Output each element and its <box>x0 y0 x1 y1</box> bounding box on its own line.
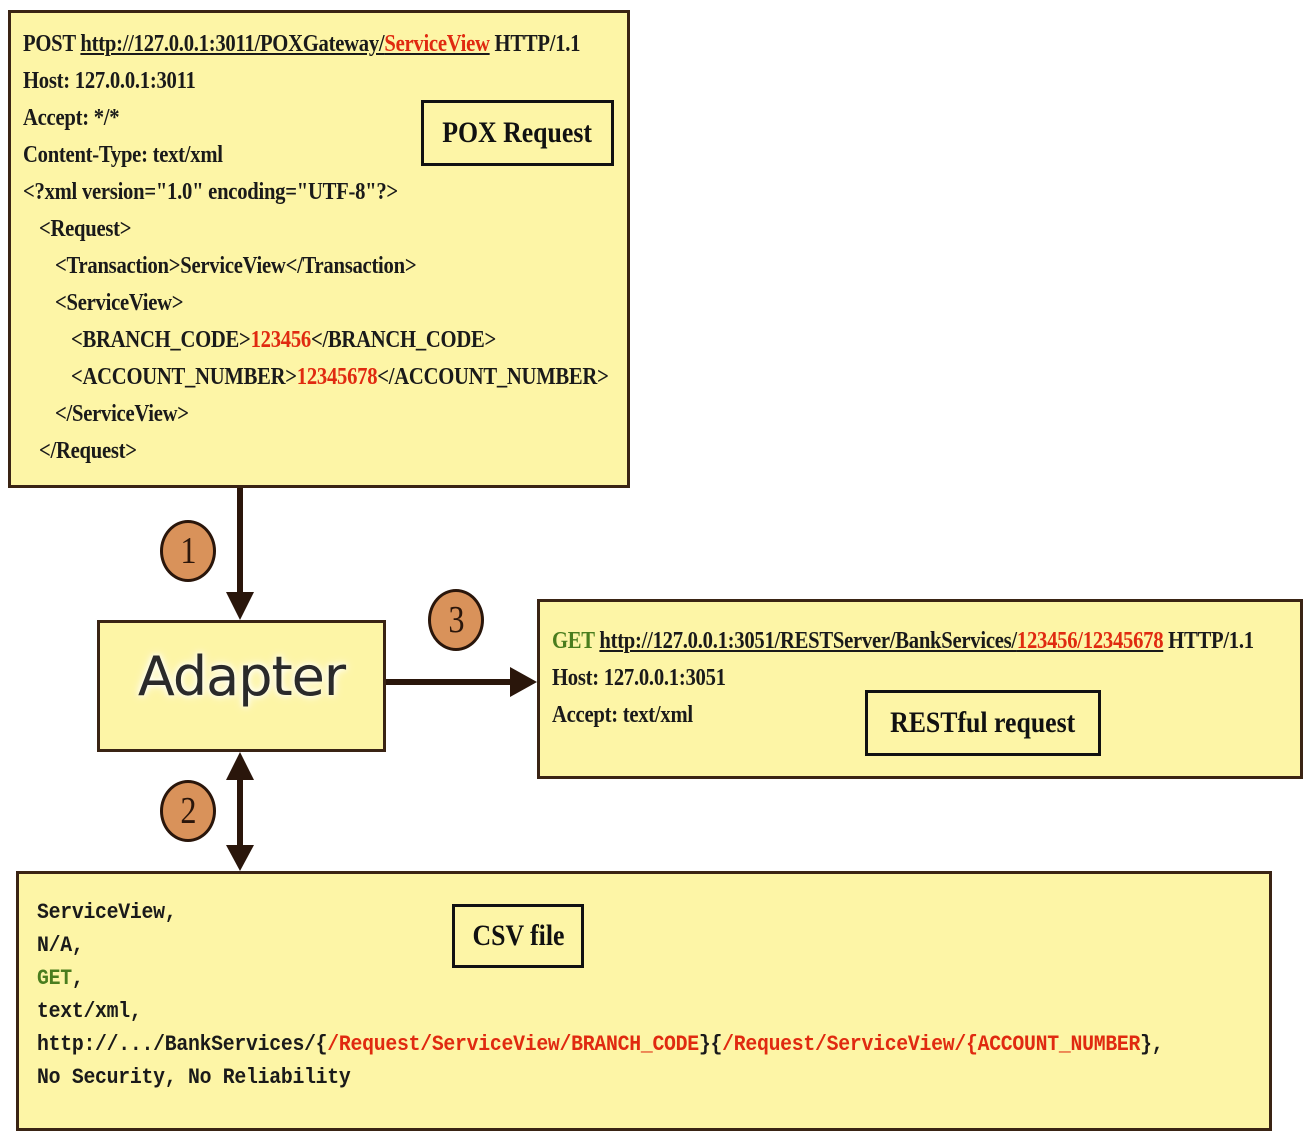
adapter-box: Adapter <box>97 620 386 752</box>
pox-request-label: POX Request <box>421 100 614 166</box>
rest-accept: Accept: text/xml <box>552 702 693 728</box>
rest-http-method: GET <box>552 628 595 654</box>
csv-url-sep: }{ <box>698 1032 723 1057</box>
branch-close-tag: </BRANCH_CODE> <box>310 327 496 353</box>
rest-url-base: http://127.0.0.1:3051/RESTServer/BankSer… <box>599 628 1017 654</box>
pox-request-line: POST http://127.0.0.1:3011/POXGateway/Se… <box>23 31 580 58</box>
arrowhead-down-adapter <box>226 592 254 620</box>
http-method: POST <box>23 31 76 57</box>
step-marker-2: 2 <box>160 780 216 842</box>
arrowhead-up-adapter <box>226 752 254 780</box>
xml-transaction: <Transaction>ServiceView</Transaction> <box>55 253 417 279</box>
csv-line-6: No Security, No Reliability <box>37 1065 351 1090</box>
pox-url-base: http://127.0.0.1:3011/POXGateway/ <box>80 31 385 57</box>
arrowhead-right-rest <box>510 667 537 697</box>
csv-account-path: /Request/ServiceView/{ACCOUNT_NUMBER <box>722 1032 1141 1057</box>
csv-line-3: GET, <box>37 966 84 991</box>
csv-file-label: CSV file <box>452 904 584 968</box>
csv-url-end: }, <box>1140 1032 1164 1057</box>
xml-request-open: <Request> <box>39 216 132 242</box>
csv-line-2: N/A, <box>37 933 84 958</box>
rest-url: http://127.0.0.1:3051/RESTServer/BankSer… <box>599 628 1163 654</box>
branch-open-tag: <BRANCH_CODE> <box>71 327 251 353</box>
xml-request-close: </Request> <box>39 438 137 464</box>
account-number-value: 12345678 <box>296 364 378 390</box>
pox-host: Host: 127.0.0.1:3011 <box>23 68 196 94</box>
pox-url-tail: ServiceView <box>384 31 490 57</box>
csv-branch-path: /Request/ServiceView/BRANCH_CODE <box>327 1032 699 1057</box>
step-marker-3: 3 <box>428 589 484 651</box>
account-close-tag: </ACCOUNT_NUMBER> <box>377 364 609 390</box>
pox-url: http://127.0.0.1:3011/POXGateway/Service… <box>80 31 489 57</box>
adapter-label: Adapter <box>137 645 346 708</box>
rest-request-line: GET http://127.0.0.1:3051/RESTServer/Ban… <box>552 628 1254 655</box>
csv-method: GET <box>37 966 72 991</box>
csv-line-1: ServiceView, <box>37 900 177 925</box>
csv-line-5: http://.../BankServices/{/Request/Servic… <box>37 1032 1164 1057</box>
restful-request-label: RESTful request <box>865 690 1101 756</box>
rest-url-tail: 123456/12345678 <box>1016 628 1164 654</box>
rest-host: Host: 127.0.0.1:3051 <box>552 665 726 691</box>
http-protocol: HTTP/1.1 <box>494 31 581 57</box>
rest-protocol: HTTP/1.1 <box>1168 628 1254 654</box>
branch-code-value: 123456 <box>250 327 312 353</box>
xml-serviceview-open: <ServiceView> <box>55 290 184 316</box>
pox-xml-declaration: <?xml version="1.0" encoding="UTF-8"?> <box>23 179 398 205</box>
pox-accept: Accept: */* <box>23 105 120 131</box>
step-marker-1: 1 <box>160 520 216 582</box>
csv-url-base: http://.../BankServices/{ <box>37 1032 328 1057</box>
xml-account-number: <ACCOUNT_NUMBER>12345678</ACCOUNT_NUMBER… <box>71 364 609 391</box>
pox-content-type: Content-Type: text/xml <box>23 142 223 168</box>
arrowhead-down-csv <box>226 845 254 871</box>
csv-file-box: ServiceView, N/A, GET, text/xml, http://… <box>16 871 1272 1131</box>
account-open-tag: <ACCOUNT_NUMBER> <box>71 364 297 390</box>
csv-line-4: text/xml, <box>37 999 142 1024</box>
csv-method-comma: , <box>71 966 84 991</box>
xml-branch-code: <BRANCH_CODE>123456</BRANCH_CODE> <box>71 327 496 354</box>
pox-request-box: POST http://127.0.0.1:3011/POXGateway/Se… <box>8 10 630 488</box>
xml-serviceview-close: </ServiceView> <box>55 401 189 427</box>
